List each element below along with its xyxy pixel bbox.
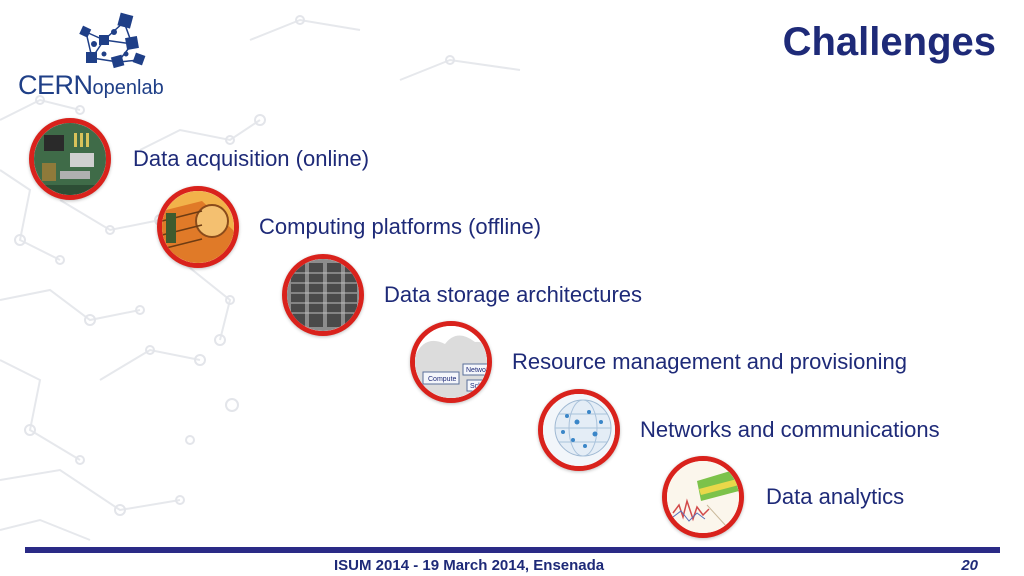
challenge-label: Resource management and provisioning: [512, 349, 908, 374]
challenge-label: Networks and communications: [640, 417, 940, 442]
server-racks-image: [282, 254, 364, 336]
challenge-item-networks: Networks and communications: [538, 389, 940, 471]
data-plot-image: [662, 456, 744, 538]
circuit-board-image: [29, 118, 111, 200]
challenge-item-resource-management: Compute Netwo Sche Resource management a…: [410, 321, 907, 403]
challenge-item-data-analytics: Data analytics: [662, 456, 904, 538]
footer-text: ISUM 2014 - 19 March 2014, Ensenada: [334, 557, 605, 574]
challenge-label: Computing platforms (offline): [259, 214, 542, 239]
diagram-label-compute: Compute: [428, 376, 457, 383]
detector-image: [157, 186, 239, 268]
globe-network-image: [538, 389, 620, 471]
logo-cern-text: CERN: [18, 70, 93, 100]
challenge-label: Data analytics: [766, 484, 905, 509]
logo-openlab-text: openlab: [92, 77, 164, 99]
challenge-label: Data storage architectures: [384, 282, 643, 307]
logo-text: CERNopenlab: [18, 70, 164, 101]
challenge-item-data-acquisition: Data acquisition (online): [29, 118, 369, 200]
diagram-label-scheduler: Sche: [470, 383, 486, 390]
slide-title: Challenges: [782, 20, 996, 64]
diagram-label-network: Netwo: [466, 367, 486, 374]
challenge-item-computing-platforms: Computing platforms (offline): [157, 186, 541, 268]
cern-openlab-logo: [79, 12, 146, 69]
challenge-item-data-storage: Data storage architectures: [282, 254, 642, 336]
page-number: 20: [961, 557, 978, 574]
cloud-diagram-image: Compute Netwo Sche: [410, 321, 492, 403]
challenge-label: Data acquisition (online): [133, 146, 370, 171]
footer-rule: [25, 547, 1000, 553]
